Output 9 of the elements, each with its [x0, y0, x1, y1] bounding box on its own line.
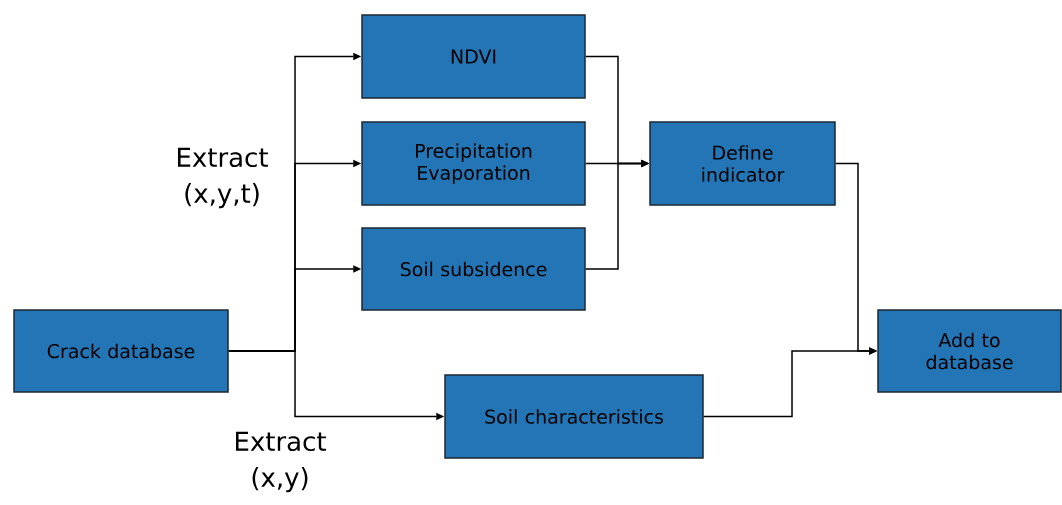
step-label: Extract (x,y,t)	[178, 147, 268, 209]
process-box: Crack database	[13, 309, 229, 393]
step-label: Extract (x,y)	[236, 431, 326, 493]
process-box: Precipitation Evaporation	[361, 121, 586, 206]
process-box: Soil subsidence	[361, 227, 586, 311]
process-box: Add to database	[877, 309, 1062, 393]
process-box: NDVI	[361, 14, 586, 99]
process-box: Soil characteristics	[444, 374, 704, 459]
process-box: Define indicator	[649, 121, 836, 206]
